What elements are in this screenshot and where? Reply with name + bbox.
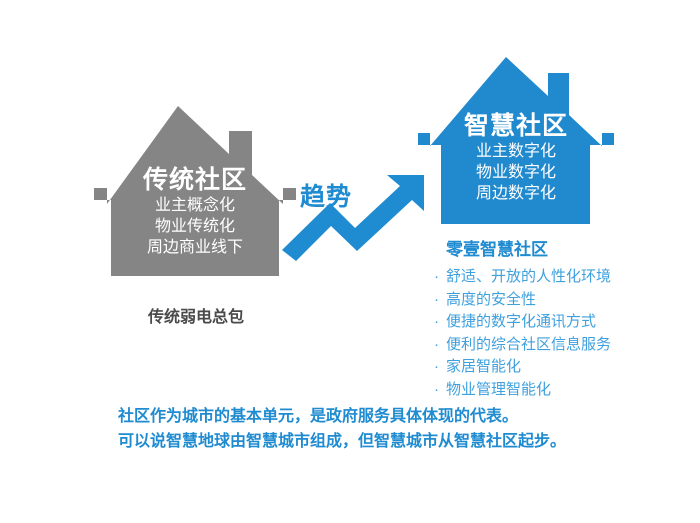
bullet-icon: · (434, 380, 439, 398)
feature-block: 零壹智慧社区 · 舒适、开放的人性化环境 · 高度的安全性 · 便捷的数字化通讯… (434, 235, 674, 401)
traditional-attribute-1: 业主概念化 (154, 197, 235, 214)
traditional-attribute-3: 周边商业线下 (146, 238, 243, 256)
smart-attribute-3: 周边数字化 (475, 184, 556, 202)
footer-statement: 社区作为城市的基本单元，是政府服务具体体现的代表。 可以说智慧地球由智慧城市组成… (118, 405, 678, 455)
feature-block-heading: 零壹智慧社区 (446, 240, 548, 259)
traditional-community-attribute-list: 业主概念化 物业传统化 周边商业线下 (111, 196, 279, 258)
smart-community-attribute-list: 业主数字化 物业数字化 周边数字化 (441, 142, 591, 204)
bullet-icon: · (434, 335, 439, 353)
feature-list-item: · 高度的安全性 (434, 289, 674, 312)
smart-attribute-1: 业主数字化 (475, 143, 556, 160)
feature-list-item-label: 家居智能化 (446, 358, 522, 375)
feature-list-item-label: 便捷的数字化通讯方式 (446, 313, 597, 330)
feature-list-item: · 便捷的数字化通讯方式 (434, 311, 674, 334)
footer-statement-line-2: 可以说智慧地球由智慧城市组成，但智慧城市从智慧社区起步。 (118, 432, 567, 450)
feature-list-item-label: 高度的安全性 (446, 290, 537, 308)
feature-list-item: · 家居智能化 (434, 356, 674, 379)
smart-attribute-2: 物业数字化 (475, 163, 556, 181)
feature-list-item-label: 舒适、开放的人性化环境 (446, 268, 612, 285)
traditional-community-caption: 传统弱电总包 (147, 309, 244, 326)
trend-label: 趋势 (300, 183, 353, 211)
feature-list: · 舒适、开放的人性化环境 · 高度的安全性 · 便捷的数字化通讯方式 · 便利… (434, 266, 674, 401)
traditional-community-title: 传统社区 (142, 166, 247, 194)
bullet-icon: · (434, 313, 439, 330)
feature-list-item: · 舒适、开放的人性化环境 (434, 266, 674, 289)
feature-list-item: · 物业管理智能化 (434, 379, 674, 402)
smart-community-title: 智慧社区 (463, 112, 568, 140)
bullet-icon: · (434, 290, 439, 308)
traditional-attribute-2: 物业传统化 (154, 217, 235, 235)
feature-list-item-label: 便利的综合社区信息服务 (446, 335, 612, 353)
footer-statement-line-1: 社区作为城市的基本单元，是政府服务具体体现的代表。 (118, 408, 519, 425)
bullet-icon: · (434, 268, 439, 285)
bullet-icon: · (434, 358, 439, 375)
feature-list-item-label: 物业管理智能化 (446, 380, 552, 398)
feature-list-item: · 便利的综合社区信息服务 (434, 334, 674, 357)
